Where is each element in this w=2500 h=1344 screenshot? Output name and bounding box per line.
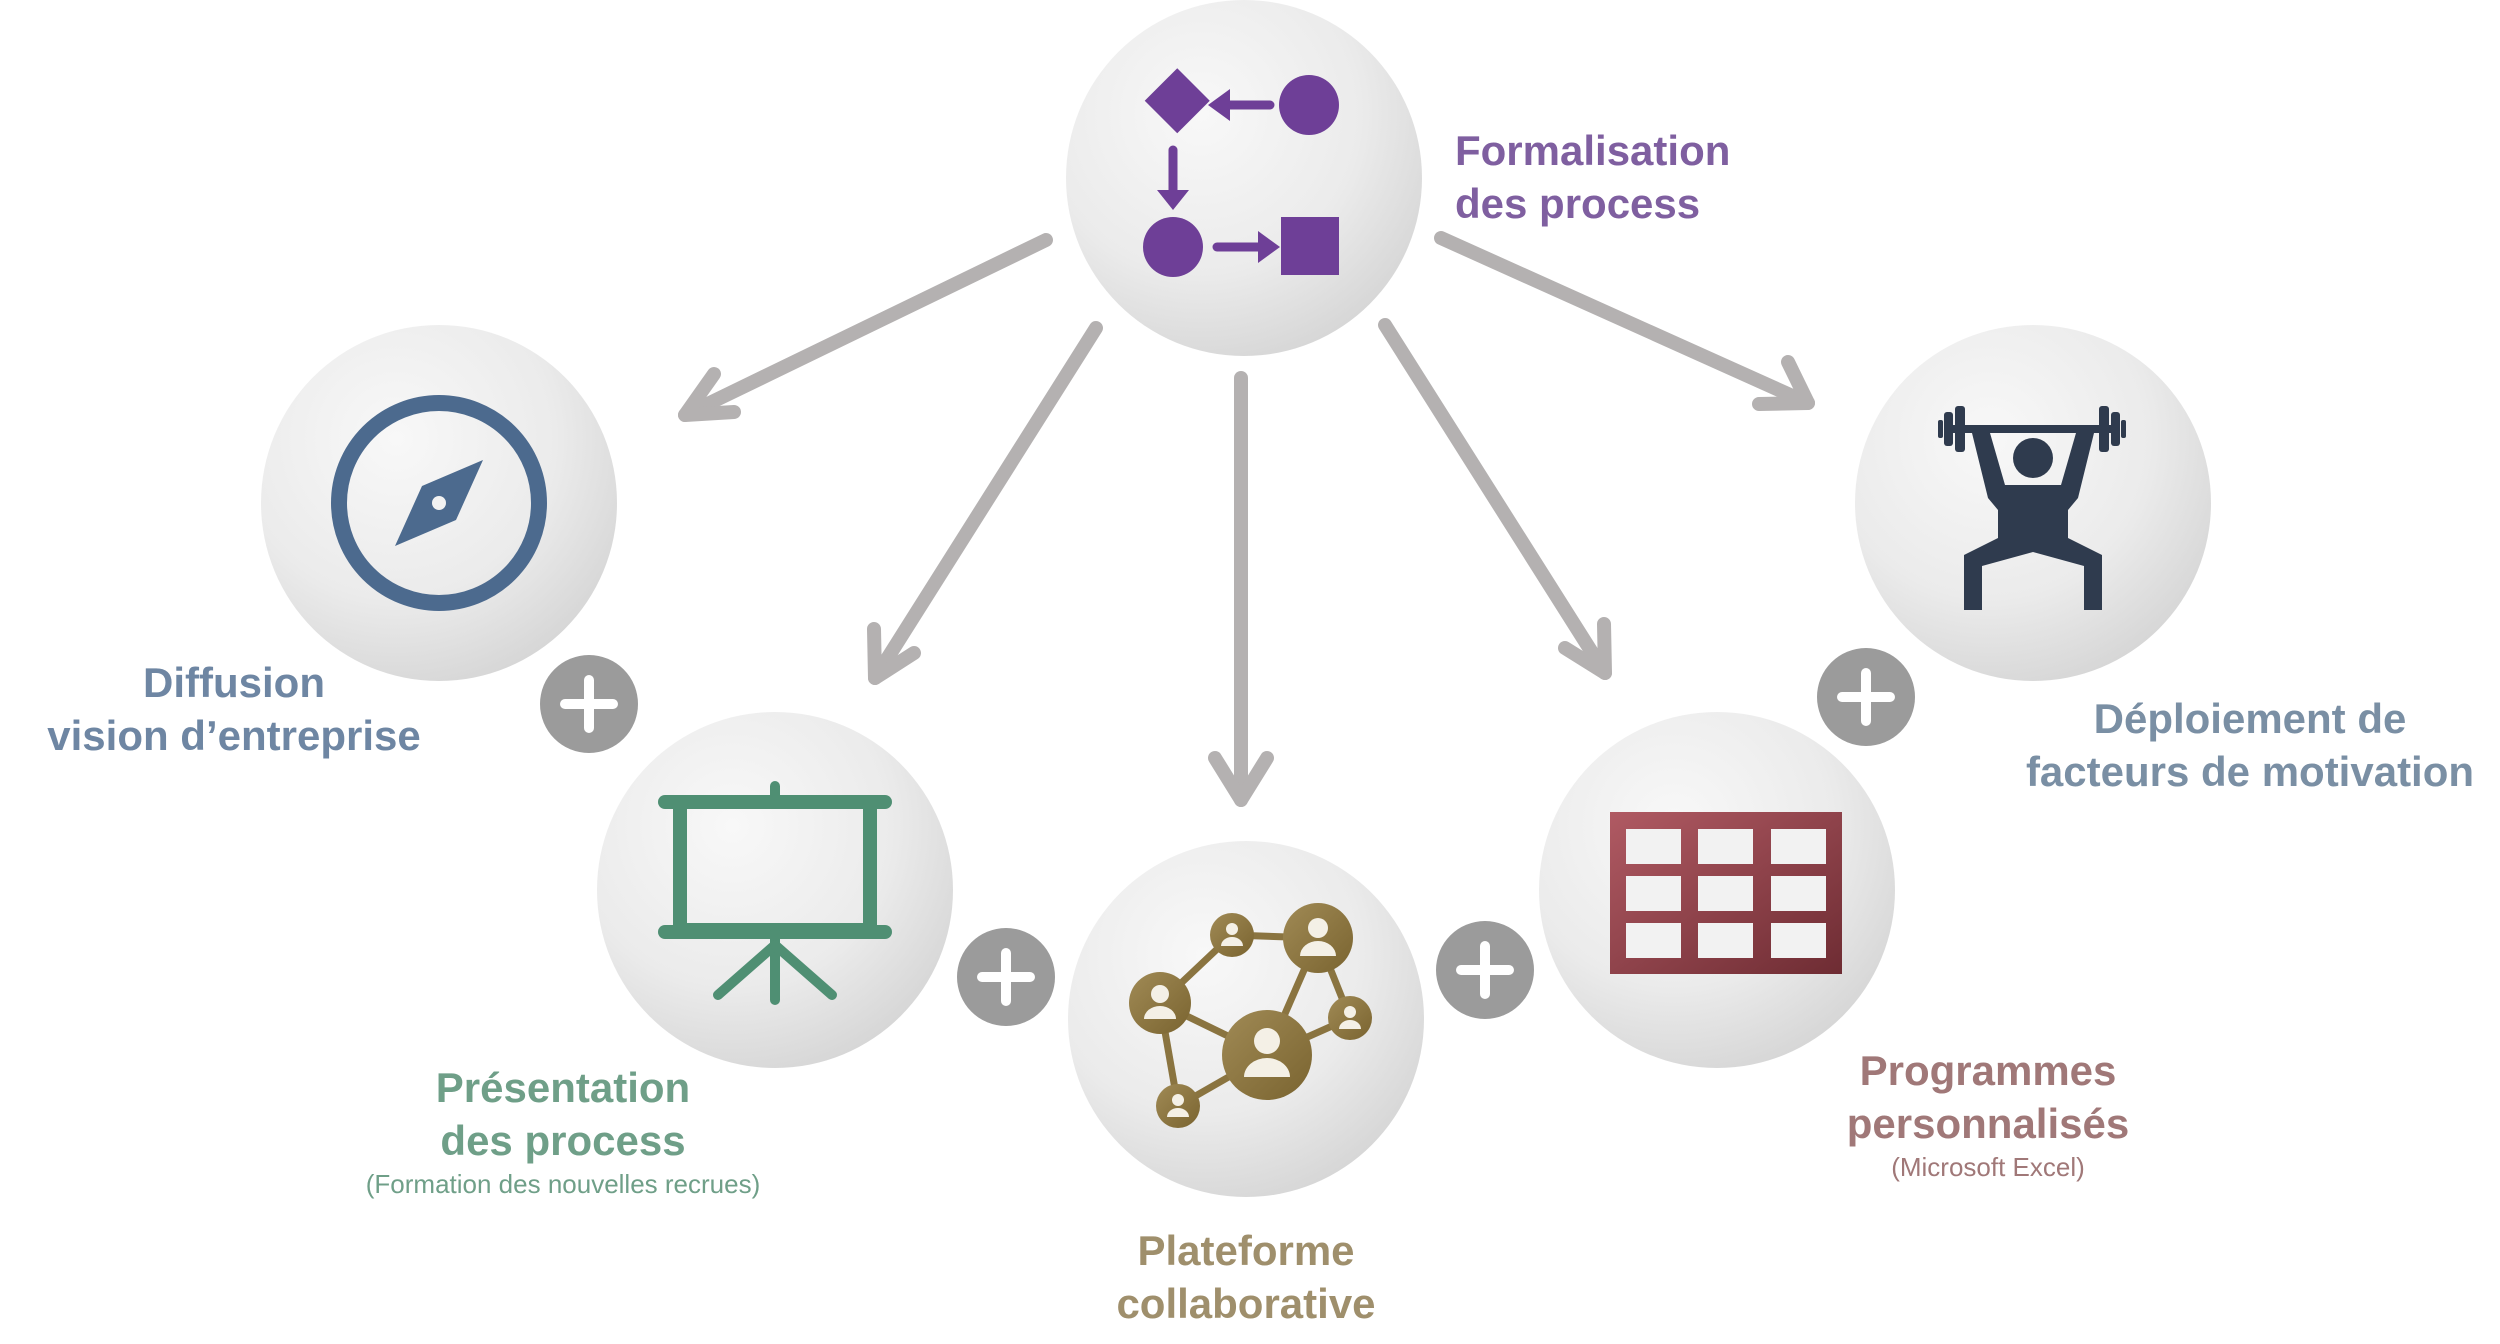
label-diffusion: Diffusion vision d’entreprise bbox=[24, 656, 444, 762]
plus-badge bbox=[1436, 921, 1534, 1019]
arrow-to-diffusion bbox=[678, 233, 1053, 422]
presentation-board-icon bbox=[658, 781, 892, 1005]
label-presentation-line2: des process bbox=[440, 1117, 686, 1164]
circle-formalisation bbox=[1066, 0, 1422, 356]
label-programmes-line1: Programmes bbox=[1859, 1047, 2117, 1094]
plus-badge bbox=[1817, 648, 1915, 746]
label-diffusion-line1: Diffusion bbox=[143, 659, 325, 706]
plus-badge bbox=[540, 655, 638, 753]
circle-presentation bbox=[597, 712, 953, 1068]
label-deploiement-line1: Déploiement de bbox=[2093, 695, 2407, 742]
process-flow-icon bbox=[1143, 68, 1339, 277]
label-plateforme-line2: collaborative bbox=[1116, 1280, 1376, 1327]
arrow-to-programmes bbox=[1378, 318, 1612, 680]
label-programmes: Programmes personnalisés (Microsoft Exce… bbox=[1788, 1044, 2188, 1184]
label-deploiement: Déploiement de facteurs de motivation bbox=[2010, 692, 2490, 798]
label-presentation: Présentation des process (Formation des … bbox=[333, 1061, 793, 1201]
arrow-to-presentation bbox=[867, 321, 1103, 685]
arrow-to-plateforme bbox=[1208, 371, 1274, 807]
compass-icon bbox=[331, 395, 547, 611]
plus-badge bbox=[957, 928, 1055, 1026]
label-formalisation: Formalisation des process bbox=[1455, 124, 1730, 230]
label-plateforme-line1: Plateforme bbox=[1137, 1227, 1355, 1274]
label-formalisation-line2: des process bbox=[1455, 180, 1701, 227]
arrow-to-deploiement bbox=[1434, 231, 1815, 411]
label-programmes-subtitle: (Microsoft Excel) bbox=[1891, 1152, 2085, 1182]
weightlifter-icon bbox=[1938, 406, 2126, 610]
label-diffusion-line2: vision d’entreprise bbox=[47, 712, 421, 759]
label-presentation-line1: Présentation bbox=[435, 1064, 691, 1111]
spreadsheet-grid-icon bbox=[1610, 812, 1842, 974]
network-users-icon bbox=[1129, 903, 1372, 1128]
label-presentation-subtitle: (Formation des nouvelles recrues) bbox=[365, 1169, 761, 1199]
label-deploiement-line2: facteurs de motivation bbox=[2025, 748, 2475, 795]
arrows bbox=[678, 231, 1815, 807]
label-programmes-line2: personnalisés bbox=[1846, 1100, 2130, 1147]
label-formalisation-line1: Formalisation bbox=[1455, 127, 1731, 174]
plus-badges bbox=[540, 648, 1915, 1026]
label-plateforme: Plateforme collaborative bbox=[1046, 1224, 1446, 1330]
